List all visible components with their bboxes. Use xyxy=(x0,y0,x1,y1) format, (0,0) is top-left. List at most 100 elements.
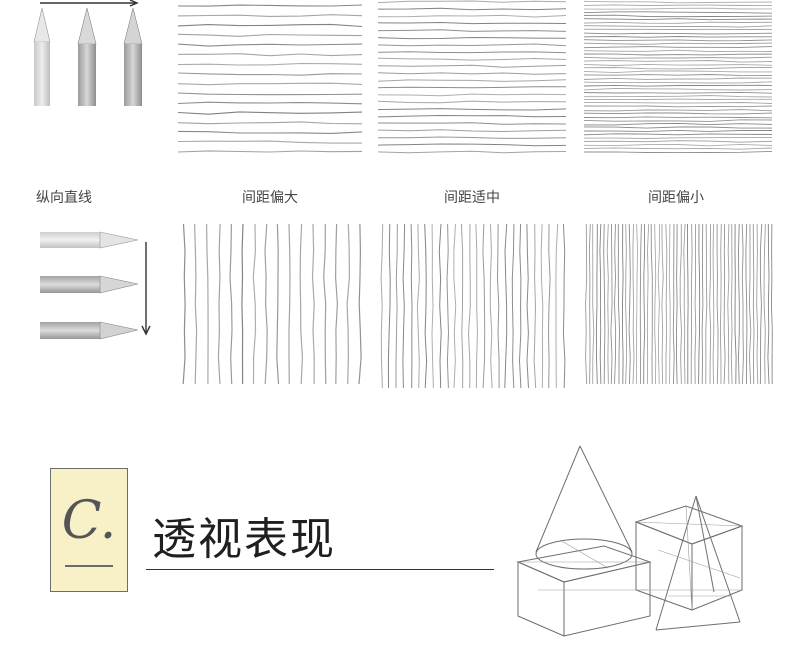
pencil-stroke xyxy=(217,224,221,384)
pencil-stroke xyxy=(709,224,712,384)
pencil-icon xyxy=(40,275,139,294)
pencil-stroke xyxy=(701,224,704,384)
pencil-stroke xyxy=(460,224,464,388)
pencil-stroke xyxy=(584,18,772,21)
pencil-stroke xyxy=(756,224,759,384)
pencil-stroke xyxy=(194,224,198,384)
pencil-stroke xyxy=(378,93,566,97)
pencil-stroke xyxy=(610,224,613,384)
pencil-stroke xyxy=(540,224,544,388)
pencil-stroke xyxy=(584,126,772,129)
caption-wide-spacing: 间距偏大 xyxy=(242,190,298,206)
pencil-stroke xyxy=(378,36,566,40)
pencil-stroke xyxy=(378,64,566,68)
pencil-stroke xyxy=(562,224,566,388)
pencil-stroke xyxy=(182,224,186,384)
pencil-stroke xyxy=(606,224,609,384)
pencil-stroke xyxy=(665,224,668,384)
pencil-stroke xyxy=(323,224,327,384)
pencil-stroke xyxy=(584,39,772,42)
pencil-stroke xyxy=(378,143,566,147)
pencil-stroke xyxy=(584,95,772,98)
pencil-stroke xyxy=(683,224,686,384)
pencil-stroke xyxy=(416,224,420,388)
pencil-stroke xyxy=(745,224,748,384)
pencil-stroke xyxy=(264,224,268,384)
pencil-stroke xyxy=(687,224,689,384)
pencil-stroke xyxy=(378,57,566,61)
pencil-stroke xyxy=(584,0,772,4)
pencil-icon xyxy=(40,231,139,249)
pencil-stroke xyxy=(252,224,257,384)
pencil-stroke xyxy=(584,122,772,126)
pencil-stroke xyxy=(178,4,362,7)
vertical-lines-medium-spacing xyxy=(380,224,566,388)
pencil-stroke xyxy=(178,101,362,105)
pencil-stroke xyxy=(770,224,773,384)
pencil-stroke xyxy=(584,140,772,143)
pencil-stroke xyxy=(288,224,291,384)
pencil-stroke xyxy=(584,98,772,101)
pencil-stroke xyxy=(723,224,726,384)
pencil-stroke xyxy=(178,53,362,57)
pencil-stroke xyxy=(431,224,434,388)
pencil-stroke xyxy=(178,23,362,28)
pencil-stroke xyxy=(346,224,351,384)
pencil-stroke xyxy=(378,114,566,118)
horizontal-lines-wide-spacing xyxy=(178,4,362,153)
pencil-stroke xyxy=(716,224,719,384)
pencil-stroke xyxy=(668,224,671,384)
pencil-stroke xyxy=(378,72,566,75)
pencil-stroke xyxy=(378,86,566,89)
pencil-stroke xyxy=(178,140,362,144)
pencil-stroke xyxy=(698,224,701,384)
pencil-stroke xyxy=(622,224,624,384)
pencil-stroke xyxy=(299,224,304,384)
pencil-stroke xyxy=(178,33,362,37)
pencil-stroke xyxy=(378,43,566,47)
horizontal-lines-narrow-spacing xyxy=(584,0,772,153)
vertical-lines-label: 纵向直线 xyxy=(36,190,92,206)
pencil-stroke xyxy=(178,150,362,153)
pencil-stroke xyxy=(410,224,413,388)
pencil-stroke xyxy=(584,4,772,7)
horizontal-pencils-illustration xyxy=(40,231,151,340)
pencil-stroke xyxy=(378,108,566,111)
pencil-stroke xyxy=(178,43,362,47)
pencil-stroke xyxy=(178,130,362,134)
perspective-geometry-sketch xyxy=(516,445,744,637)
pencil-stroke xyxy=(584,84,772,87)
pencil-stroke xyxy=(588,224,591,384)
pencil-stroke xyxy=(603,224,606,384)
pencil-stroke xyxy=(378,150,566,154)
pencil-stroke xyxy=(584,60,772,63)
pencil-stroke xyxy=(178,62,362,66)
title-divider xyxy=(146,569,494,570)
pencil-stroke xyxy=(679,224,682,384)
pencil-stroke xyxy=(584,70,772,74)
pencil-stroke xyxy=(584,25,772,28)
pencil-stroke xyxy=(661,224,664,384)
pencil-stroke xyxy=(584,74,772,77)
pencil-stroke xyxy=(712,224,715,384)
pencil-stroke xyxy=(763,224,766,384)
pencil-stroke xyxy=(311,224,315,384)
pencil-stroke xyxy=(496,224,500,388)
pencil-stroke xyxy=(378,100,566,104)
pencil-stroke xyxy=(752,224,755,384)
arrow-down-icon xyxy=(141,242,151,336)
pencil-stroke xyxy=(676,224,678,384)
pencil-stroke xyxy=(639,224,642,384)
pencil-stroke xyxy=(584,42,772,45)
pencil-stroke xyxy=(767,224,770,384)
pencil-stroke xyxy=(617,224,620,384)
pencil-stroke xyxy=(584,53,772,56)
pencil-icon xyxy=(123,7,143,106)
pencil-stroke xyxy=(738,224,740,384)
pencil-stroke xyxy=(424,224,428,388)
pencil-stroke xyxy=(625,224,628,384)
vertical-lines-wide-spacing xyxy=(182,224,362,384)
pencil-stroke xyxy=(482,224,486,388)
pencil-stroke xyxy=(730,224,733,384)
pencil-stroke xyxy=(584,11,772,14)
